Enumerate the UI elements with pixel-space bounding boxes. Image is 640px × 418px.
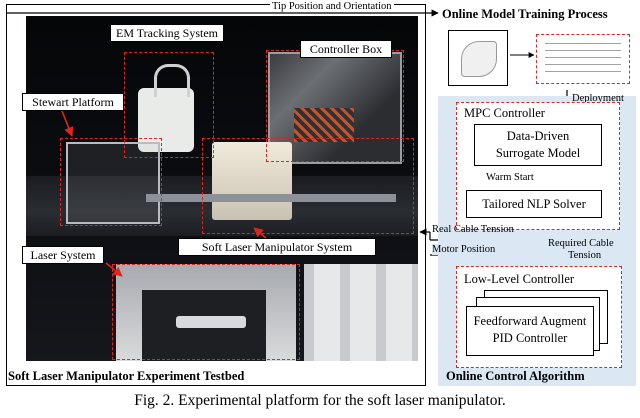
stewart-platform-device: [66, 142, 160, 224]
label-em-tracking: EM Tracking System: [110, 24, 224, 42]
nlp-solver-label: Tailored NLP Solver: [482, 197, 586, 211]
em-tracker-device: [138, 88, 194, 152]
training-output-panel: [536, 34, 630, 84]
training-model-panel: [448, 30, 508, 86]
stewart-highlight: [60, 138, 162, 226]
nlp-solver-block: Tailored NLP Solver: [466, 190, 602, 218]
label-stewart-platform: Stewart Platform: [22, 93, 124, 111]
motor-position-label: Motor Position: [432, 244, 496, 255]
label-soft-laser-system: Soft Laser Manipulator System: [178, 238, 376, 256]
controller-wires: [294, 108, 354, 142]
em-tracking-highlight: [124, 52, 214, 158]
control-algorithm-title: Online Control Algorithm: [446, 369, 585, 383]
output-text-lines: [545, 43, 621, 77]
mpc-title: MPC Controller: [464, 106, 545, 120]
surrogate-line2: Surrogate Model: [495, 146, 581, 160]
label-controller-box: Controller Box: [300, 40, 392, 58]
laser-rod: [176, 316, 246, 328]
laser-highlight: [112, 264, 300, 360]
pid-line2: PID Controller: [492, 331, 568, 345]
pid-line1: Feedforward Augment: [473, 314, 587, 328]
manipulator-device: [212, 142, 292, 220]
required-cable-label: Required Cable: [548, 238, 614, 249]
low-level-title: Low-Level Controller: [464, 272, 575, 286]
deployment-label: Deployment: [572, 93, 624, 104]
em-tracker-cable: [154, 64, 190, 97]
tension-label: Tension: [568, 250, 602, 261]
surrogate-model-block: Data-Driven Surrogate Model: [474, 124, 602, 166]
real-cable-label: Real Cable Tension: [432, 224, 514, 235]
manipulator-highlight: [202, 138, 414, 234]
label-laser-system: Laser System: [22, 246, 104, 264]
testbed-photo: [26, 16, 418, 361]
online-training-title: Online Model Training Process: [442, 7, 608, 21]
model-sketch-image: [461, 41, 497, 77]
aluminum-frame-right: [304, 264, 418, 361]
warm-start-label: Warm Start: [486, 172, 534, 183]
manipulator-rail: [146, 194, 396, 202]
tip-position-label: Tip Position and Orientation: [270, 1, 394, 12]
surrogate-line1: Data-Driven: [506, 129, 570, 143]
testbed-title: Soft Laser Manipulator Experiment Testbe…: [8, 369, 245, 383]
figure-caption: Fig. 2. Experimental platform for the so…: [134, 392, 506, 409]
pid-controller-block: Feedforward Augment PID Controller: [466, 306, 594, 356]
